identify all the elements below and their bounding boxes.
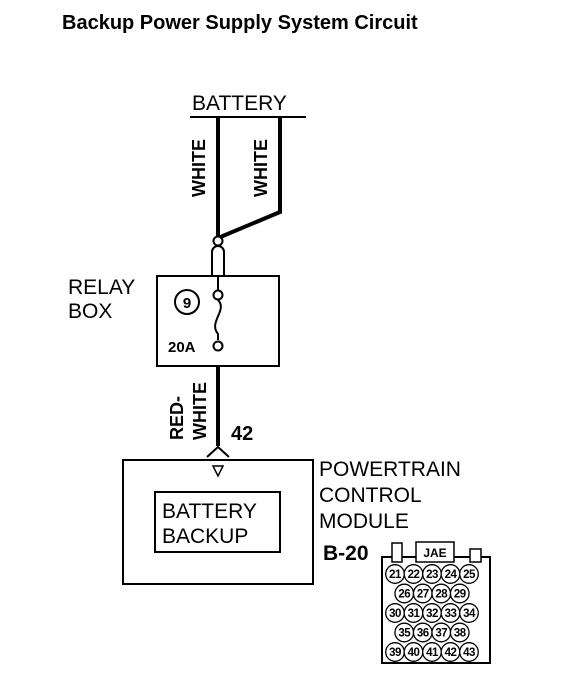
connector-pin-number: 34 xyxy=(463,608,476,620)
connector-pin-number: 27 xyxy=(417,589,429,601)
relay-box-label-line2: BOX xyxy=(68,300,112,323)
fuse-element-icon xyxy=(214,299,222,340)
connector-pin-number: 38 xyxy=(454,628,467,640)
fuse-terminal-bottom xyxy=(212,340,224,352)
connector-latch-left xyxy=(391,542,403,563)
battery-backup-box xyxy=(154,491,281,553)
pcm-label-line3: MODULE xyxy=(319,510,409,533)
wire-color-output-line2: WHITE xyxy=(190,382,210,440)
connector-pin-number: 21 xyxy=(389,569,402,581)
wire-junction xyxy=(212,235,224,247)
connector-maker-box xyxy=(415,541,455,563)
wire-color-output-line1: RED- xyxy=(167,396,187,440)
connector-chevron-icon xyxy=(206,445,230,458)
connector-pin-number: 23 xyxy=(426,569,438,581)
connector-pin-number: 25 xyxy=(463,569,476,581)
battery-wire-right xyxy=(217,117,282,240)
connector-pin-number: 29 xyxy=(454,589,466,601)
connector-latch-right xyxy=(469,548,482,563)
connector-pin-number: 33 xyxy=(445,608,457,620)
battery-label: BATTERY xyxy=(192,92,287,115)
pcm-label-line1: POWERTRAIN xyxy=(319,458,461,481)
connector-pin-number: 30 xyxy=(389,608,401,620)
connector-pin-number: 22 xyxy=(408,569,420,581)
connector-pin xyxy=(449,622,470,643)
connector-pin-number: 36 xyxy=(417,628,429,640)
wire-color-right: WHITE xyxy=(251,139,271,197)
connector-pin-number: 35 xyxy=(398,628,411,640)
connector-pin-number: 43 xyxy=(463,647,475,659)
pcm-label-line2: CONTROL xyxy=(319,484,422,507)
diagram-title: Backup Power Supply System Circuit xyxy=(62,12,418,34)
connector-pin xyxy=(459,564,479,584)
connector-pins: 21 22 23 24 25 26 27 28 29 30 31 32 33 34 35 36 37 38 39 40… xyxy=(385,564,479,662)
connector-face: JAE 21 22 23 24 25 26 27 28 29 30 31 32 33 34 35 36 37 38… xyxy=(381,541,491,664)
fuse-number: 9 xyxy=(183,295,191,312)
connector-pin-number: 37 xyxy=(435,628,447,640)
battery-backup-line1: BATTERY xyxy=(162,500,257,523)
fuse-number-badge xyxy=(174,289,200,315)
connector-id: B-20 xyxy=(323,542,369,565)
connector-pin xyxy=(459,642,479,662)
terminal-number: 42 xyxy=(231,423,253,445)
connector-pin xyxy=(449,583,470,604)
connector-pin-number: 32 xyxy=(426,608,438,620)
connector-pin-number: 42 xyxy=(445,647,457,659)
connector-pin-number: 40 xyxy=(408,647,420,659)
fuse-rating: 20A xyxy=(168,339,196,356)
wire-color-left: WHITE xyxy=(189,139,209,197)
battery-backup-line2: BACKUP xyxy=(162,525,248,548)
connector-pin-number: 26 xyxy=(398,589,410,601)
connector-pin-number: 28 xyxy=(435,589,448,601)
connector-pin-number: 39 xyxy=(389,647,401,659)
fuse-terminal-top xyxy=(212,289,224,301)
relay-box-label-line1: RELAY xyxy=(68,276,135,299)
connector-pin-number: 24 xyxy=(445,569,458,581)
pin-arrow-icon xyxy=(211,465,225,478)
connector-pin-number: 31 xyxy=(408,608,421,620)
connector-maker: JAE xyxy=(423,546,446,560)
connector-pin-number: 41 xyxy=(426,647,439,659)
connector-pin xyxy=(459,603,479,623)
